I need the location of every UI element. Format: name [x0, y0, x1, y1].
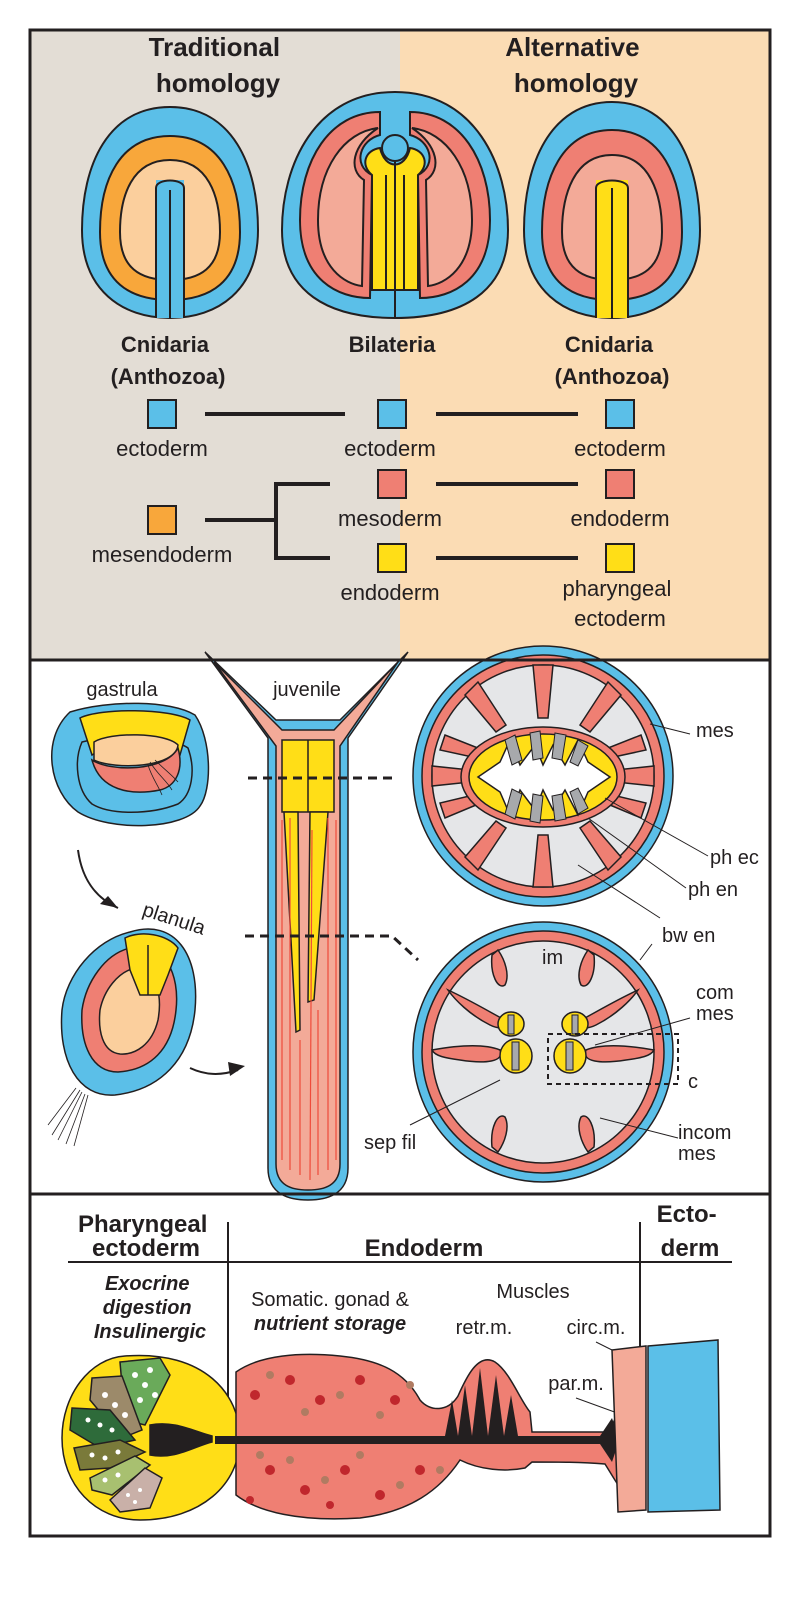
- right-ectoderm-label: ectoderm: [574, 436, 666, 461]
- pharyngeal-functions: Exocrine digestion Insulinergic: [94, 1273, 206, 1343]
- center-endoderm-swatch: [377, 543, 407, 573]
- center-endoderm-label: endoderm: [340, 580, 439, 605]
- label-bw-en: bw en: [662, 925, 715, 947]
- ectoderm-heading: Ecto- derm: [657, 1201, 724, 1262]
- panel-homology: Traditional homology Alternative homolog…: [30, 30, 770, 660]
- label-ph-ec: ph ec: [710, 847, 759, 869]
- muscles-label: Muscles: [496, 1281, 569, 1303]
- label-incom-mes: incom mes: [678, 1122, 737, 1165]
- retr-label: retr.m.: [456, 1317, 513, 1339]
- panel-cell-types: Pharyngeal ectoderm Endoderm Ecto- derm …: [61, 1201, 732, 1521]
- gland-cells: [69, 1357, 171, 1513]
- endoderm-heading: Endoderm: [365, 1235, 484, 1262]
- panel-development: gastrula planula juvenile: [47, 645, 759, 1201]
- ph-en-leader: [587, 817, 687, 889]
- center-taxon-label: Bilateria: [349, 332, 437, 357]
- incom-mes-leader: [599, 1117, 679, 1139]
- right-ectoderm-swatch: [605, 399, 635, 429]
- mesendoderm-swatch: [147, 505, 177, 535]
- right-cnidaria-embryo: [522, 100, 702, 320]
- sep-fil-leader: [409, 1079, 501, 1126]
- right-endoderm-swatch: [605, 469, 635, 499]
- right-taxon-label: Cnidaria (Anthozoa): [555, 332, 670, 389]
- mes-leader: [649, 723, 691, 735]
- arrow-head-1: [100, 896, 118, 908]
- par-label: par.m.: [548, 1373, 604, 1395]
- panel-frames: [28, 28, 772, 1538]
- left-ectoderm-label: ectoderm: [116, 436, 208, 461]
- lower-cross-section: [412, 921, 679, 1183]
- pharyngeal-cells: [61, 1354, 241, 1521]
- label-com-mes: com mes: [696, 982, 739, 1025]
- alternative-heading: Alternative homology: [505, 32, 647, 98]
- traditional-heading: Traditional homology: [149, 32, 288, 98]
- arrow-head-2: [228, 1062, 245, 1076]
- nutrient-label: nutrient storage: [254, 1313, 406, 1335]
- right-endoderm-label: endoderm: [570, 506, 669, 531]
- center-mesoderm-label: mesoderm: [338, 506, 442, 531]
- label-mes: mes: [696, 720, 734, 742]
- pharyngeal-heading: Pharyngeal ectoderm: [78, 1211, 214, 1262]
- bw-en-leader-2: [639, 943, 653, 961]
- arrow-gastrula-to-planula: [77, 849, 119, 909]
- left-taxon-label: Cnidaria (Anthozoa): [111, 332, 226, 389]
- juvenile-polyp: [204, 651, 409, 1201]
- upper-cross-section: [412, 645, 674, 907]
- right-pharyngeal-label: pharyngeal ectoderm: [563, 576, 678, 631]
- bw-en-leader: [577, 864, 661, 919]
- juvenile-label: juvenile: [272, 679, 341, 701]
- left-ectoderm-swatch: [147, 399, 177, 429]
- right-pharyngeal-swatch: [605, 543, 635, 573]
- center-mesoderm-swatch: [377, 469, 407, 499]
- mesendoderm-label: mesendoderm: [92, 542, 233, 567]
- ph-ec-leader: [604, 797, 709, 857]
- endoderm-tissue: [215, 1353, 640, 1520]
- label-sep-fil: sep fil: [364, 1132, 416, 1154]
- label-ph-en: ph en: [688, 879, 738, 901]
- label-im: im: [542, 947, 563, 969]
- bilateria-embryo: [280, 90, 510, 320]
- par-leader: [575, 1397, 621, 1415]
- planula-drawing: [47, 928, 197, 1147]
- com-mes-leader: [594, 1017, 691, 1046]
- center-ectoderm-swatch: [377, 399, 407, 429]
- gastrula-label: gastrula: [86, 679, 158, 701]
- circ-label: circ.m.: [567, 1317, 626, 1339]
- label-c: c: [688, 1071, 698, 1093]
- ectoderm-block: [611, 1339, 721, 1513]
- layer-legend: [147, 399, 635, 573]
- left-cnidaria-embryo: [80, 105, 260, 320]
- center-ectoderm-label: ectoderm: [344, 436, 436, 461]
- gastrula-drawing: [50, 702, 210, 827]
- somatic-label: Somatic. gonad &: [251, 1289, 410, 1311]
- section-line-lower: [245, 934, 420, 962]
